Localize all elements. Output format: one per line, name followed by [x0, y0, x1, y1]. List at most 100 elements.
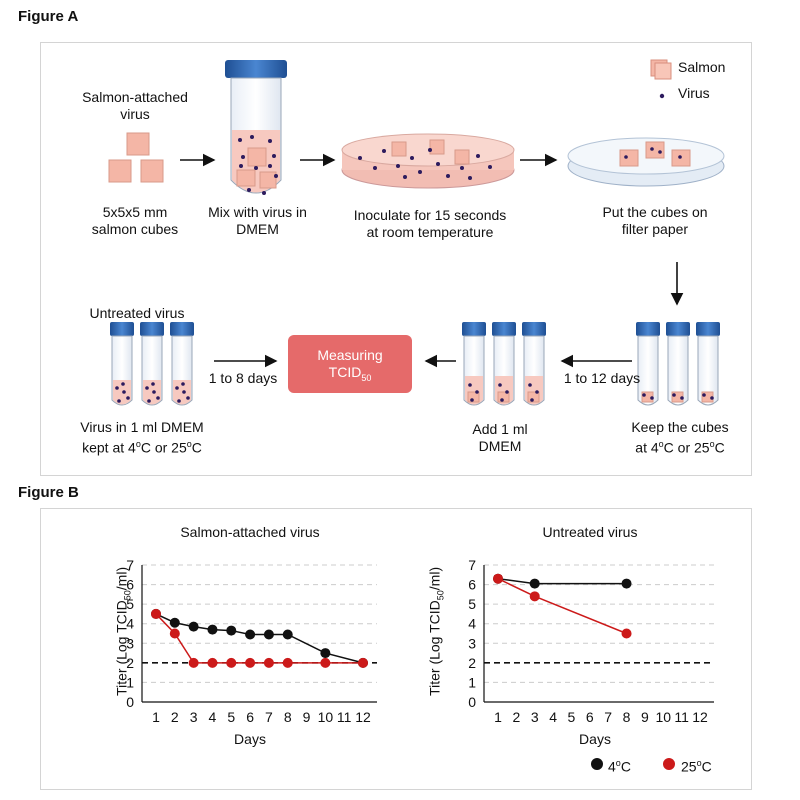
x-tick-label: 11 — [674, 709, 689, 725]
data-point — [493, 573, 503, 584]
x-tick-label: 2 — [512, 709, 520, 725]
y-tick-label: 4 — [126, 616, 134, 632]
data-point — [282, 629, 293, 640]
figure-a-panel — [40, 42, 752, 476]
keep-cubes-tubes — [636, 322, 720, 406]
untreated-caption: Virus in 1 ml DMEM kept at 4oC or 25oC — [80, 419, 204, 456]
x-tick-label: 5 — [227, 709, 235, 725]
data-point — [263, 657, 274, 668]
arrow-label-12-days: 1 to 12 days — [563, 370, 641, 386]
y-tick-label: 3 — [126, 635, 134, 651]
chart-legend — [591, 758, 675, 770]
y-tick-label: 7 — [468, 557, 476, 573]
chart1-xlabel: Days — [234, 731, 266, 747]
petri-dish-filter — [567, 137, 725, 187]
measuring-box — [288, 335, 412, 393]
data-point — [621, 578, 632, 589]
mixing-tube — [225, 60, 287, 195]
x-tick-label: 4 — [209, 709, 217, 725]
y-tick-label: 5 — [468, 596, 476, 612]
data-point — [226, 657, 237, 668]
salmon-cube-icon — [654, 62, 672, 80]
x-tick-label: 7 — [604, 709, 612, 725]
chart-legend-25c: 25oC — [681, 758, 712, 775]
x-tick-label: 6 — [246, 709, 254, 725]
x-tick-label: 4 — [549, 709, 557, 725]
data-point — [207, 657, 218, 668]
petri-dish-inoculation — [341, 133, 515, 189]
legend-marker-4c — [591, 758, 603, 770]
untreated-title: Untreated virus — [89, 305, 185, 321]
y-tick-label: 6 — [468, 577, 476, 593]
data-point — [151, 608, 161, 619]
y-tick-label: 2 — [468, 655, 476, 671]
measuring-label: Measuring TCID50 — [317, 347, 383, 383]
x-tick-label: 7 — [265, 709, 273, 725]
series-line — [497, 578, 627, 635]
data-point — [320, 648, 331, 659]
data-point — [169, 628, 180, 639]
chart2-xlabel: Days — [579, 731, 611, 747]
x-tick-label: 2 — [171, 709, 179, 725]
y-tick-label: 1 — [468, 674, 476, 690]
chart-legend-4c: 4oC — [608, 758, 631, 775]
keep-cubes-caption: Keep the cubes at 4oC or 25oC — [631, 419, 729, 456]
data-point — [320, 657, 331, 668]
legend-salmon — [650, 59, 672, 80]
data-point — [207, 624, 218, 635]
data-point — [245, 629, 256, 640]
arrow-label-8-days: 1 to 8 days — [208, 370, 278, 386]
x-tick-label: 3 — [190, 709, 198, 725]
x-tick-label: 12 — [355, 709, 371, 725]
x-tick-label: 10 — [318, 709, 334, 725]
x-tick-label: 9 — [303, 709, 311, 725]
legend-salmon-label: Salmon — [678, 59, 726, 75]
data-point — [188, 621, 199, 632]
data-point — [621, 628, 632, 639]
figure-a-label: Figure A — [18, 8, 79, 25]
figure-b-label: Figure B — [18, 484, 79, 501]
x-tick-label: 1 — [494, 709, 502, 725]
x-tick-label: 8 — [623, 709, 631, 725]
data-point — [358, 657, 368, 668]
x-tick-label: 8 — [284, 709, 292, 725]
x-tick-label: 5 — [568, 709, 576, 725]
x-tick-label: 6 — [586, 709, 594, 725]
y-tick-label: 3 — [468, 635, 476, 651]
chart2-ylabel: Titer (Log TCID50/ml) — [426, 566, 446, 696]
series-line — [155, 613, 364, 664]
y-tick-label: 0 — [126, 694, 134, 710]
data-point — [529, 578, 540, 589]
x-tick-label: 1 — [152, 709, 160, 725]
data-point — [263, 629, 274, 640]
figure-b-panel — [40, 508, 752, 790]
data-point — [226, 625, 237, 636]
chart1-title: Salmon-attached virus — [180, 524, 320, 540]
add-dmem-tubes — [462, 322, 546, 406]
data-point — [245, 657, 256, 668]
y-tick-label: 0 — [468, 694, 476, 710]
chart2-title: Untreated virus — [542, 524, 638, 540]
x-tick-label: 3 — [531, 709, 539, 725]
data-point — [188, 657, 199, 668]
untreated-tubes — [110, 322, 194, 406]
y-tick-label: 5 — [126, 596, 134, 612]
x-tick-label: 12 — [692, 709, 708, 725]
y-tick-label: 6 — [126, 577, 134, 593]
data-point — [529, 591, 540, 602]
data-point — [169, 617, 180, 628]
y-tick-label: 4 — [468, 616, 476, 632]
y-tick-label: 2 — [126, 655, 134, 671]
x-tick-label: 9 — [641, 709, 649, 725]
legend-virus-label: Virus — [678, 85, 710, 101]
